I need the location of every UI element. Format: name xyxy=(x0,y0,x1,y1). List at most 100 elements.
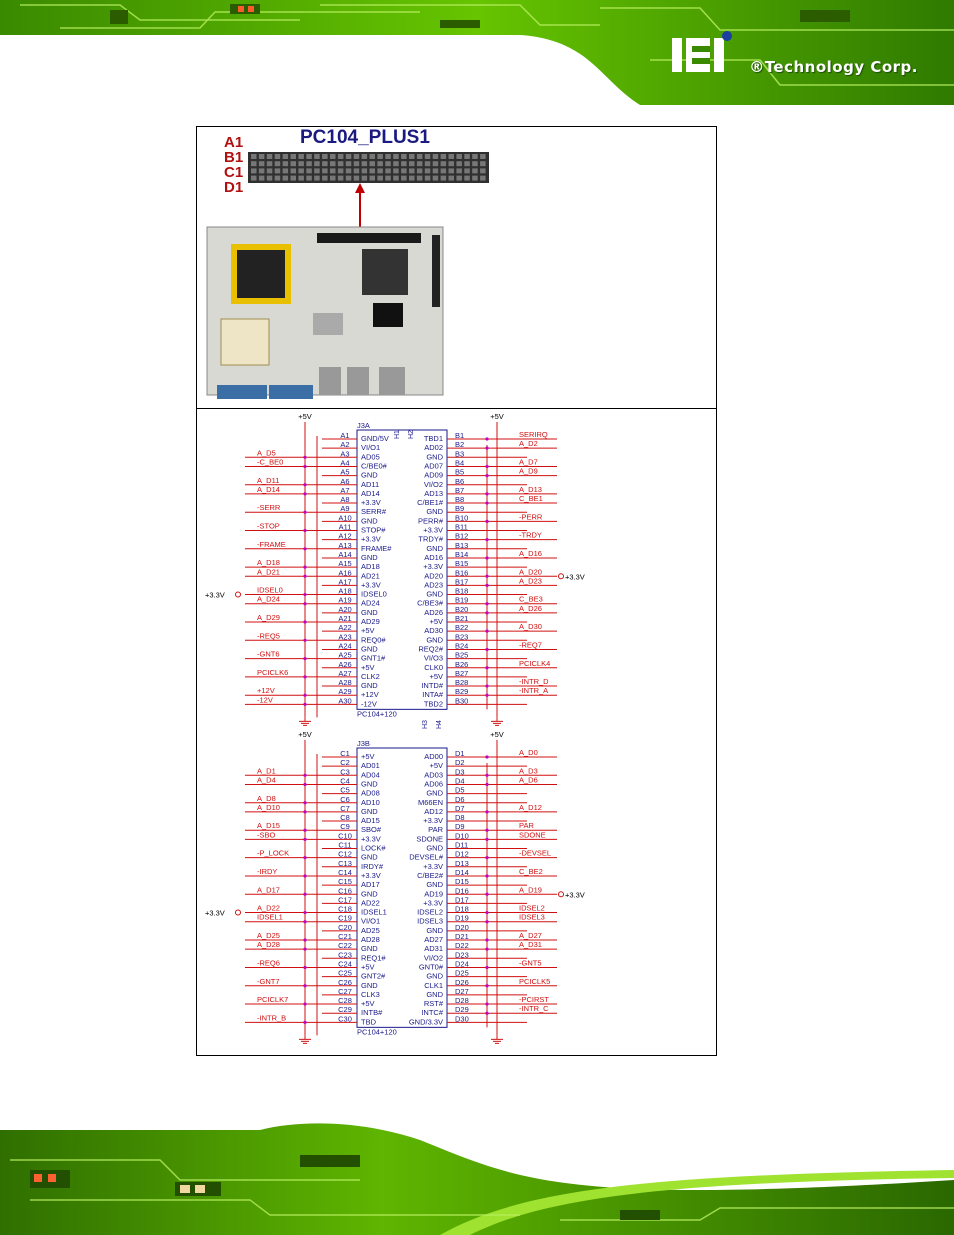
connector-pin xyxy=(416,168,423,174)
connector-pin xyxy=(353,168,360,174)
j3b-pin-number: D9 xyxy=(455,822,465,831)
j3a-pin-name: PERR# xyxy=(418,516,444,525)
j3a-pin-name: TBD2 xyxy=(424,699,443,708)
j3a-pin-name: GND xyxy=(361,644,378,653)
junction-dot xyxy=(303,782,307,787)
connector-pin xyxy=(416,154,423,159)
junction-dot xyxy=(485,693,489,697)
j3a-pin-number: A6 xyxy=(340,477,349,486)
board-connector xyxy=(317,233,421,243)
j3b-pin-number: C26 xyxy=(338,978,352,987)
connector-pin xyxy=(266,168,273,174)
j3a-net-label: A_D23 xyxy=(519,576,542,585)
junction-dot xyxy=(303,920,307,924)
j3a-net-label: -REQ5 xyxy=(257,631,280,640)
connector-pin xyxy=(274,154,281,159)
j3b-pin-number: D12 xyxy=(455,850,469,859)
j3a-pin-number: B3 xyxy=(455,449,464,458)
j3a-power-right: +5V xyxy=(490,412,504,421)
connector-pin xyxy=(314,154,320,159)
j3b-pin-name: GND xyxy=(426,880,443,889)
connector-pin xyxy=(337,175,344,181)
junction-dot xyxy=(485,1011,489,1015)
j3a-pin-name: AD26 xyxy=(424,608,443,617)
connector-pin xyxy=(393,161,399,167)
j3a-pin-name: REQ0# xyxy=(361,635,386,644)
j3b-pin-number: D20 xyxy=(455,923,469,932)
j3b-pin-name: GND xyxy=(361,853,378,862)
j3b-pin-name: VI/O2 xyxy=(424,953,443,962)
j3a-net-label: -C_BE0 xyxy=(257,457,283,466)
connector-pin xyxy=(322,154,328,159)
j3a-pin-number: B19 xyxy=(455,596,468,605)
connector-pin xyxy=(282,161,289,167)
j3b-pin-name: GND xyxy=(426,990,443,999)
j3a-pin-name: C/BE3# xyxy=(417,599,444,608)
j3a-pin-number: A17 xyxy=(338,577,351,586)
j3b-pin-number: C11 xyxy=(338,841,351,850)
j3b-pin-number: C14 xyxy=(338,868,352,877)
connector-pin xyxy=(353,175,360,181)
iei-logo xyxy=(672,31,732,72)
j3a-net-label: A_D29 xyxy=(257,613,280,622)
j3a-net-label: A_D30 xyxy=(519,622,542,631)
junction-dot xyxy=(485,892,489,896)
j3a-pin-number: A21 xyxy=(338,614,351,623)
j3b-pin-number: C19 xyxy=(338,914,352,923)
junction-dot xyxy=(485,947,489,951)
j3b-net-label: A_D12 xyxy=(519,803,542,812)
j3a-pin-name: GNT1# xyxy=(361,654,386,663)
connector-pin xyxy=(306,154,312,159)
j3b-pin-name: GND xyxy=(361,889,378,898)
connector-pin xyxy=(258,161,265,167)
connector-pin xyxy=(456,175,462,181)
connector-pin xyxy=(424,168,431,174)
junction-dot xyxy=(485,629,489,633)
connector-pin xyxy=(432,175,439,181)
j3b-net-label: A_D27 xyxy=(519,931,542,940)
j3b-pin-number: C5 xyxy=(340,786,350,795)
connector-pin xyxy=(258,154,265,159)
j3b-pin-number: C2 xyxy=(340,758,350,767)
j3a-pin-number: B23 xyxy=(455,632,468,641)
junction-dot xyxy=(485,782,489,787)
j3b-pin-name: AD15 xyxy=(361,816,380,825)
junction-dot xyxy=(303,483,307,487)
connector-pin xyxy=(480,154,486,159)
j3b-net-label: A_D15 xyxy=(257,821,280,830)
j3b-pin-number: D16 xyxy=(455,886,469,895)
j3a-net-label: -INTR_A xyxy=(519,686,548,695)
connector-pin xyxy=(432,154,439,159)
j3a-pin-name: INTA# xyxy=(422,690,444,699)
row-labels: A1 B1 C1 D1 xyxy=(224,135,243,195)
j3a-pin-name: INTD# xyxy=(421,681,443,690)
connector-pin xyxy=(251,154,257,159)
connector-pin xyxy=(416,175,423,181)
j3b-pin-number: D13 xyxy=(455,859,469,868)
junction-dot xyxy=(485,874,489,878)
j3b-pin-name: AD03 xyxy=(424,770,443,779)
j3b-pin-name: AD01 xyxy=(361,761,380,770)
j3a-hole-label: H2 xyxy=(408,430,415,439)
junction-dot xyxy=(303,528,307,533)
j3b-pin-name: +3.3V xyxy=(423,898,443,907)
connector-pin xyxy=(401,154,407,159)
j3b-power-left: +5V xyxy=(298,730,312,739)
j3a-net-label: -SERR xyxy=(257,503,281,512)
junction-dot xyxy=(303,892,307,896)
j3a-net-label: -GNT6 xyxy=(257,650,280,659)
connector-pin xyxy=(385,175,391,181)
j3b-pin-number: D15 xyxy=(455,877,469,886)
j3a-pin-number: B16 xyxy=(455,568,468,577)
company-name: ®Technology Corp. xyxy=(749,58,918,76)
j3b-pin-number: C25 xyxy=(338,969,352,978)
j3a-pin-number: B25 xyxy=(455,651,468,660)
junction-dot xyxy=(485,556,489,560)
connector-pin xyxy=(290,154,296,159)
row-label-c1: C1 xyxy=(224,164,244,181)
j3b-pin-name: AD12 xyxy=(424,807,443,816)
connector-pin xyxy=(432,168,439,174)
j3b-pin-number: D1 xyxy=(455,749,465,758)
junction-dot xyxy=(303,801,307,805)
junction-dot xyxy=(303,910,307,915)
